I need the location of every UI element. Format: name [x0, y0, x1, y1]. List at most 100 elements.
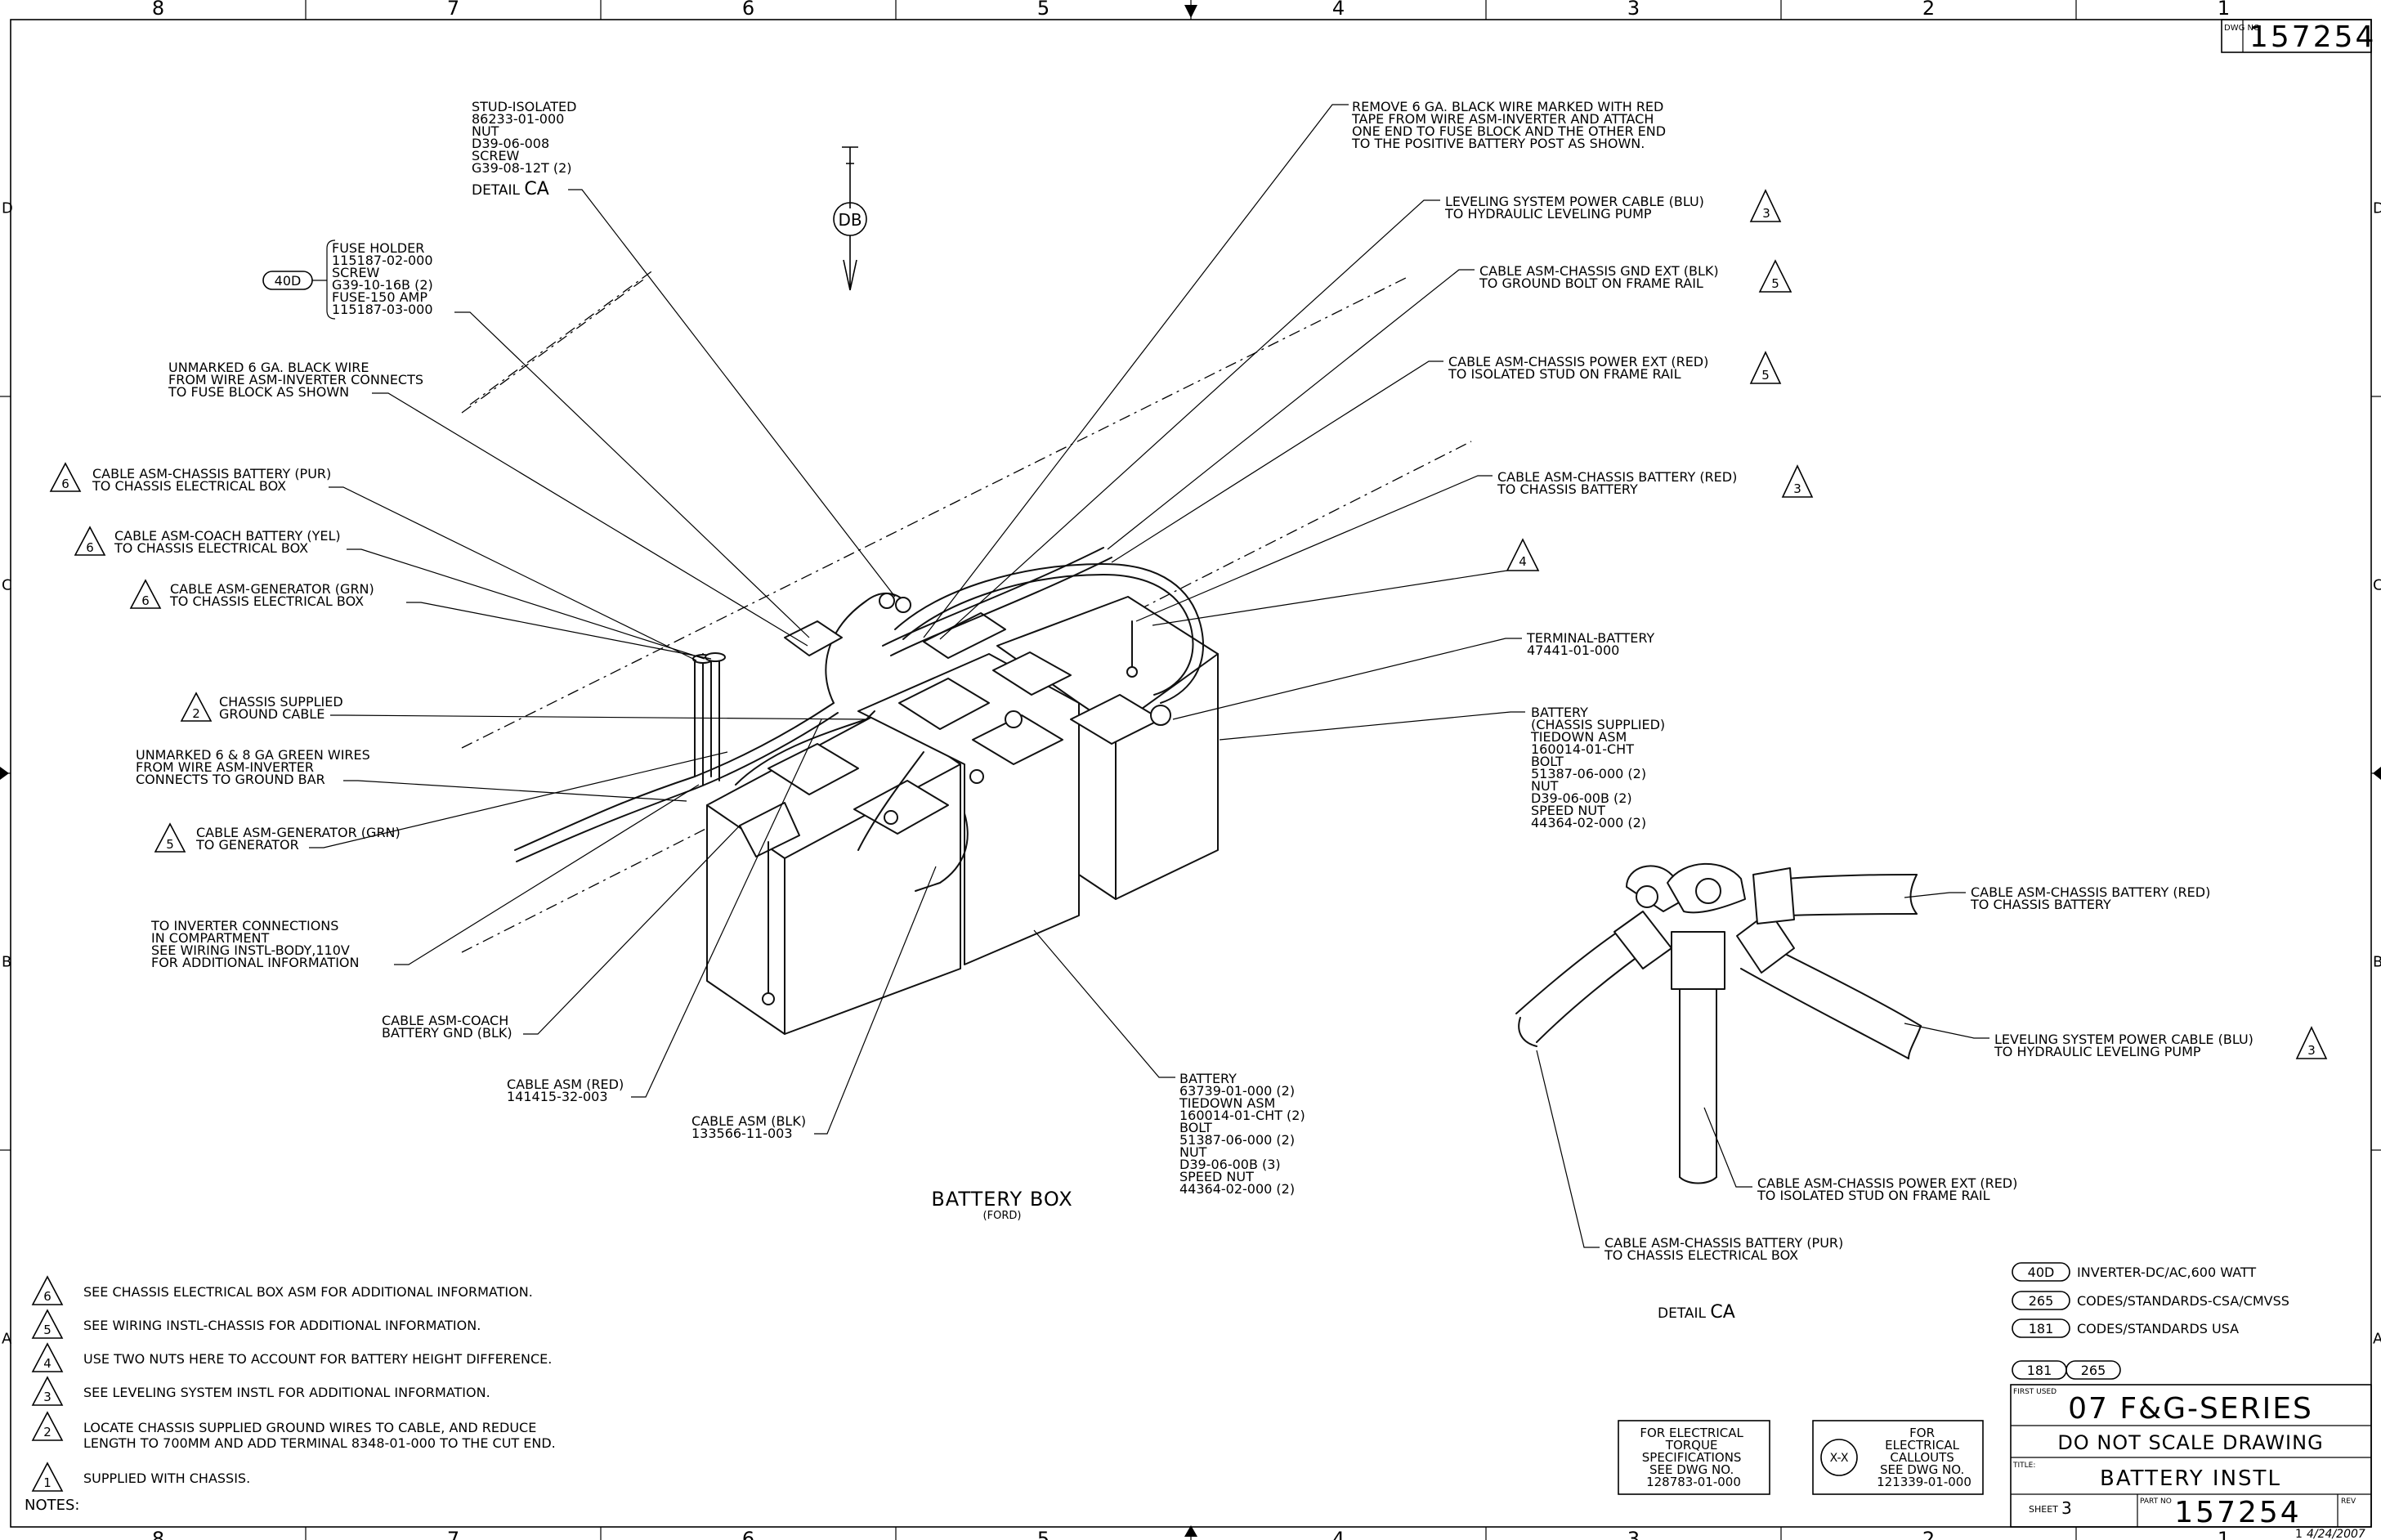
flag-chassis-battery: 3	[1793, 481, 1801, 496]
zone-row-label: D	[2, 200, 13, 217]
first-used-label: FIRST USED	[2013, 1388, 2057, 1396]
flag-pur: 6	[61, 477, 69, 491]
callout-fuse-holder: FUSE HOLDER 115187-02-000 SCREW G39-10-1…	[332, 240, 437, 317]
zone-column-label: 2	[1922, 0, 1935, 20]
callout-chassis-ground: CHASSIS SUPPLIED GROUND CABLE	[219, 694, 347, 722]
title-block: FIRST USED 07 F&G-SERIES DO NOT SCALE DR…	[2010, 1384, 2372, 1540]
zone-column-label: 6	[742, 0, 754, 20]
revision: 1	[2295, 1528, 2303, 1540]
note-flag: 2	[43, 1425, 51, 1439]
main-view-title: BATTERY BOX	[931, 1188, 1072, 1211]
notes-title: NOTES:	[25, 1497, 80, 1514]
direction-tag: DB	[838, 210, 862, 230]
zone-column-label: 8	[152, 1528, 164, 1540]
detail-flag-leveling: 3	[2307, 1043, 2316, 1058]
zone-column-label: 4	[1332, 0, 1345, 20]
center-mark-left	[0, 767, 9, 780]
main-view-subtitle: (FORD)	[983, 1210, 1022, 1222]
callouts: STUD-ISOLATED 86233-01-000 NUT D39-06-00…	[49, 99, 1814, 1197]
zone-column-label: 5	[1037, 1528, 1050, 1540]
callout-cable-blk: CABLE ASM (BLK) 133566-11-003	[691, 1113, 810, 1141]
zone-column-label: 4	[1332, 1528, 1345, 1540]
callout-cable-red: CABLE ASM (RED) 141415-32-003	[507, 1077, 628, 1104]
callout-symbol	[1820, 1439, 1858, 1476]
callout-terminal-battery: TERMINAL-BATTERY 47441-01-000	[1526, 630, 1658, 658]
detail-ca-reference: DETAIL CA	[472, 179, 549, 199]
callout-stud: STUD-ISOLATED 86233-01-000 NUT D39-06-00…	[472, 99, 580, 176]
center-mark-bottom	[1184, 1525, 1197, 1537]
detail-callout-pur: CABLE ASM-CHASSIS BATTERY (PUR) TO CHASS…	[1604, 1235, 1847, 1263]
title-label: TITLE:	[2012, 1462, 2035, 1470]
applies-tag: 181	[2027, 1363, 2052, 1378]
zone-row-label: B	[2, 954, 11, 971]
zone-row-label: B	[2373, 954, 2381, 971]
callout-chassis-battery: CABLE ASM-CHASSIS BATTERY (RED) TO CHASS…	[1497, 469, 1741, 497]
zone-column-label: 3	[1627, 1528, 1640, 1540]
callout-gnd-ext: CABLE ASM-CHASSIS GND EXT (BLK) TO GROUN…	[1479, 263, 1723, 291]
rev-label: REV	[2341, 1497, 2356, 1506]
callout-leveling-cable: LEVELING SYSTEM POWER CABLE (BLU) TO HYD…	[1444, 194, 1708, 222]
detail-callout-leveling: LEVELING SYSTEM POWER CABLE (BLU) TO HYD…	[1994, 1032, 2258, 1059]
callout-cable-yel: CABLE ASM-COACH BATTERY (YEL) TO CHASSIS…	[114, 528, 345, 556]
note-item: USE TWO NUTS HERE TO ACCOUNT FOR BATTERY…	[83, 1351, 552, 1367]
zone-column-label: 7	[447, 0, 459, 20]
part-no: 157254	[2174, 1496, 2301, 1529]
zone-column-label: 8	[152, 0, 164, 20]
note-flag: 5	[43, 1323, 51, 1337]
zone-row-label: C	[2373, 577, 2381, 594]
battery-box-illustration: DB	[461, 146, 1472, 1035]
note-flag: 6	[43, 1289, 51, 1304]
center-mark-top	[1184, 5, 1197, 18]
first-used: 07 F&G-SERIES	[2068, 1392, 2313, 1426]
zone-row-label: D	[2373, 200, 2381, 217]
zone-column-label: 5	[1037, 0, 1050, 20]
callout-generator: CABLE ASM-GENERATOR (GRN) TO GENERATOR	[195, 825, 405, 853]
revision-date: 4/24/2007	[2307, 1528, 2365, 1540]
callout-cable-pur: CABLE ASM-CHASSIS BATTERY (PUR) TO CHASS…	[92, 466, 335, 494]
detail-ca-title: DETAIL CA	[1658, 1302, 1735, 1323]
note-item: SUPPLIED WITH CHASSIS.	[83, 1471, 250, 1486]
flag-generator: 5	[166, 837, 174, 852]
flag-gnd-ext: 5	[1771, 276, 1779, 291]
callout-inverter: TO INVERTER CONNECTIONS IN COMPARTMENT S…	[150, 918, 359, 970]
flag-ground: 2	[192, 706, 200, 721]
applies-tag: 265	[2081, 1363, 2106, 1378]
zone-row-label: A	[2373, 1331, 2381, 1348]
note-flag: 3	[43, 1390, 51, 1404]
applies-tags: 181 265	[2012, 1360, 2121, 1380]
callout-green-wires: UNMARKED 6 & 8 GA GREEN WIRES FROM WIRE …	[136, 747, 374, 787]
dwg-no: 157254	[2249, 20, 2376, 54]
dwg-number-box: DWG NO 157254	[2221, 19, 2376, 54]
dwg-no-label: DWG NO	[2224, 24, 2260, 33]
callout-pwr-ext: CABLE ASM-CHASSIS POWER EXT (RED) TO ISO…	[1448, 354, 1712, 382]
flag-leveling: 3	[1762, 206, 1770, 221]
zone-row-label: A	[2, 1331, 12, 1348]
callout-cable-grn: CABLE ASM-GENERATOR (GRN) TO CHASSIS ELE…	[169, 581, 378, 609]
svg-text:X-X: X-X	[1830, 1452, 1849, 1465]
note-item: SEE CHASSIS ELECTRICAL BOX ASM FOR ADDIT…	[83, 1284, 533, 1300]
legend: 40D INVERTER-DC/AC,600 WATT 265 CODES/ST…	[2012, 1262, 2289, 1338]
zone-column-label: 2	[1922, 1528, 1935, 1540]
callout-unmarked-6ga: UNMARKED 6 GA. BLACK WIRE FROM WIRE ASM-…	[168, 360, 427, 400]
detail-ca-callouts: CABLE ASM-CHASSIS BATTERY (RED) TO CHASS…	[1536, 884, 2328, 1323]
sheet-label: SHEET	[2029, 1504, 2058, 1515]
detail-ca-illustration	[1515, 862, 1922, 1184]
zone-column-label: 7	[447, 1528, 459, 1540]
zone-column-label: 1	[2218, 0, 2230, 20]
note-item: SEE LEVELING SYSTEM INSTL FOR ADDITIONAL…	[83, 1385, 490, 1400]
zone-row-label: C	[2, 577, 12, 594]
legend-text: CODES/STANDARDS USA	[2077, 1321, 2239, 1336]
legend-tag: 40D	[2028, 1265, 2055, 1280]
torque-spec-box: FOR ELECTRICAL TORQUE SPECIFICATIONS SEE…	[1618, 1420, 1770, 1495]
flag-4: 4	[1519, 554, 1527, 569]
sheet-number: 3	[2061, 1498, 2072, 1518]
svg-text:FOR ELECTRICAL TORQUE: FOR ELECTRICAL TORQUE SPECIFICATIONS SEE…	[1640, 1426, 1747, 1489]
callout-coach-gnd: CABLE ASM-COACH BATTERY GND (BLK)	[382, 1013, 512, 1041]
flag-yel: 6	[86, 540, 94, 555]
zone-column-label: 1	[2218, 1528, 2230, 1540]
center-mark-right	[2373, 767, 2381, 780]
note-item: SEE WIRING INSTL-CHASSIS FOR ADDITIONAL …	[83, 1318, 481, 1333]
electrical-callouts-box: X-X FOR ELECTRICAL CALLOUTS SEE DWG NO. …	[1812, 1420, 1984, 1495]
note-flag: 1	[43, 1475, 51, 1490]
